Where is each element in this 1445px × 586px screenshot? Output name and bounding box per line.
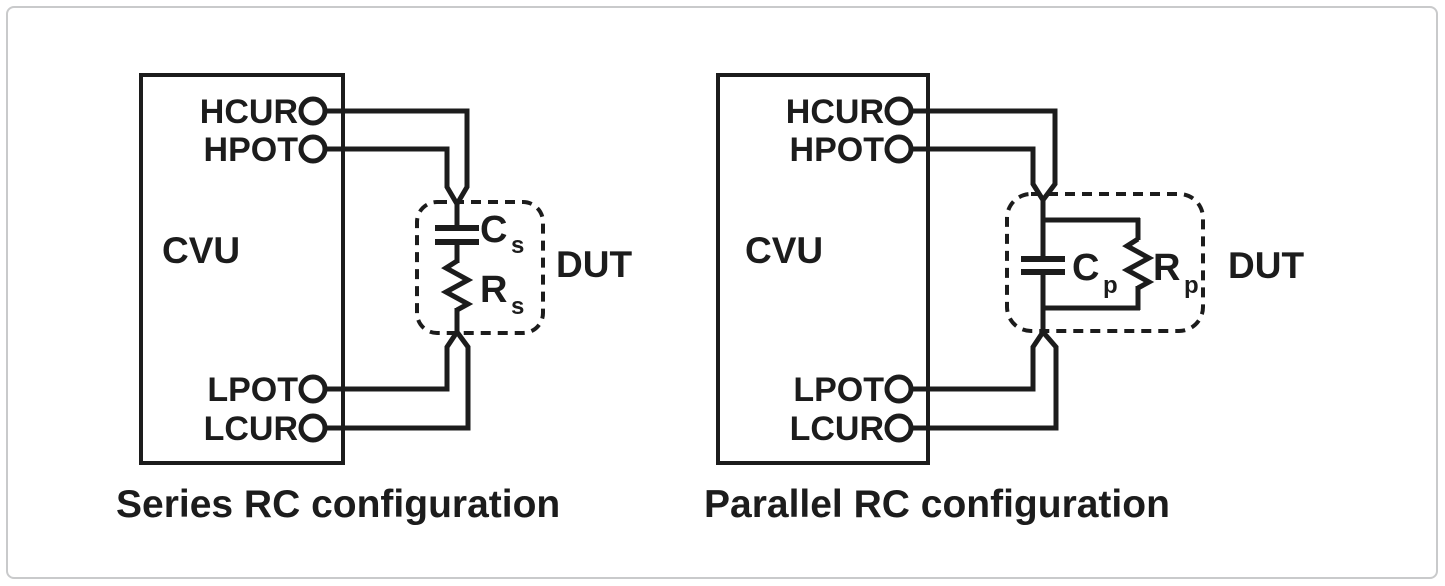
resistor-label-subscript: p xyxy=(1184,272,1199,299)
figure-frame xyxy=(6,6,1438,579)
caption-series: Series RC configuration xyxy=(116,483,560,526)
resistor-icon xyxy=(440,258,474,313)
capacitor-icon xyxy=(1021,256,1065,275)
terminal-label-lpot: LPOT xyxy=(793,371,884,409)
dut-box xyxy=(415,200,545,335)
terminal-hcur xyxy=(884,96,914,126)
dut-box xyxy=(1005,192,1205,333)
dut-label: DUT xyxy=(1228,245,1304,286)
cvu-box xyxy=(139,73,345,465)
wire-lcur xyxy=(327,330,471,431)
wire-hpot xyxy=(911,146,1046,202)
terminal-lcur xyxy=(298,413,328,443)
capacitor-label-subscript: p xyxy=(1103,272,1118,299)
terminal-label-hcur: HCUR xyxy=(786,93,884,131)
terminal-hcur xyxy=(298,96,328,126)
capacitor-icon xyxy=(435,225,479,245)
wire-lpot xyxy=(327,330,460,392)
terminal-label-hpot: HPOT xyxy=(790,131,885,169)
dut-label: DUT xyxy=(556,244,632,285)
capacitor-label: C xyxy=(480,209,507,251)
terminal-lpot xyxy=(298,374,328,404)
parallel-diagram: HCUR HPOT LPOT LCUR CVU C p R p DUT Para… xyxy=(704,73,1304,526)
terminal-label-hcur: HCUR xyxy=(200,93,298,131)
terminal-label-lcur: LCUR xyxy=(204,410,298,448)
resistor-label: R xyxy=(1153,247,1180,289)
resistor-label-subscript: s xyxy=(511,293,524,320)
wire-lpot xyxy=(913,330,1046,392)
resistor-label: R xyxy=(480,269,507,311)
terminal-lcur xyxy=(884,413,914,443)
device-label: CVU xyxy=(745,230,823,271)
wire-hcur xyxy=(325,108,470,206)
terminal-label-hpot: HPOT xyxy=(204,131,299,169)
capacitor-label-subscript: s xyxy=(511,232,524,259)
terminal-hpot xyxy=(298,134,328,164)
cvu-box xyxy=(716,73,930,465)
caption-parallel: Parallel RC configuration xyxy=(704,483,1170,526)
resistor-icon xyxy=(1121,236,1155,291)
terminal-label-lpot: LPOT xyxy=(207,371,298,409)
wire-lcur xyxy=(913,330,1059,431)
terminal-label-lcur: LCUR xyxy=(790,410,884,448)
terminal-hpot xyxy=(884,134,914,164)
wire-hpot xyxy=(325,146,460,206)
capacitor-label: C xyxy=(1072,247,1099,289)
series-diagram: HCUR HPOT LPOT LCUR CVU C s R s DUT Seri… xyxy=(116,73,632,526)
terminal-lpot xyxy=(884,374,914,404)
device-label: CVU xyxy=(162,230,240,271)
